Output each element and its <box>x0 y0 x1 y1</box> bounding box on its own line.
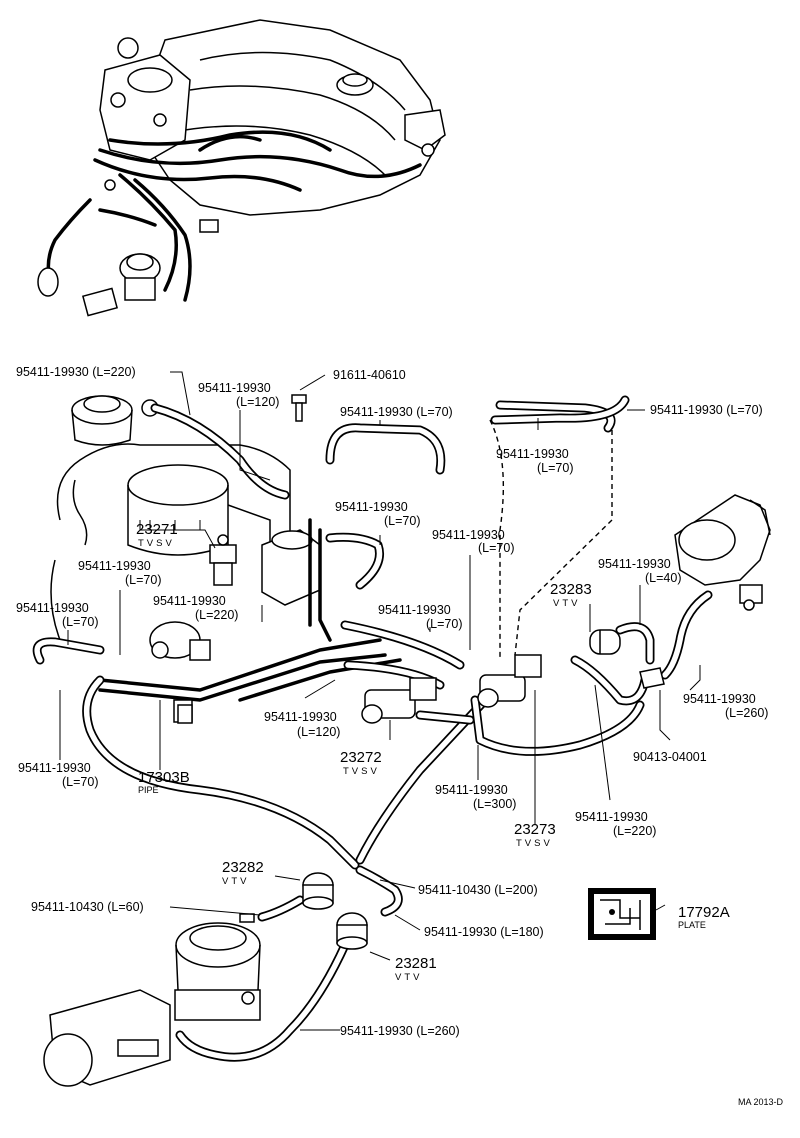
label-part-17303b-sub: PIPE <box>138 785 159 795</box>
label-hose-70-farleft: 95411-19930 <box>16 601 89 615</box>
label-part-23272: 23272 <box>340 749 382 766</box>
label-hose-40-len: (L=40) <box>645 571 681 585</box>
engine-main-illustration <box>50 394 771 723</box>
label-part-17792a: 17792A <box>678 904 730 921</box>
label-hose-300-len: (L=300) <box>473 797 516 811</box>
label-hose-180: 95411-19930 (L=180) <box>424 925 544 939</box>
label-hose-260-right-len: (L=260) <box>725 706 768 720</box>
label-part-23271: 23271 <box>136 521 178 538</box>
label-hose-120-top: 95411-19930 <box>198 381 271 395</box>
label-hose-70-rightsub-len: (L=70) <box>537 461 573 475</box>
label-hose-120-low: 95411-19930 <box>264 710 337 724</box>
label-hose-10430-60: 95411-10430 (L=60) <box>31 900 144 914</box>
label-part-23281: 23281 <box>395 955 437 972</box>
label-hose-220-left-len: (L=220) <box>195 608 238 622</box>
label-part-23282-sub: VTV <box>222 876 249 887</box>
label-hose-120-top-len: (L=120) <box>236 395 279 409</box>
label-part-23273: 23273 <box>514 821 556 838</box>
label-hose-220-top: 95411-19930 (L=220) <box>16 365 136 379</box>
fitting-90413 <box>639 667 665 689</box>
label-hose-70-right: 95411-19930 (L=70) <box>650 403 763 417</box>
figure-code: MA 2013-D <box>738 1097 784 1107</box>
label-part-23281-sub: VTV <box>395 972 422 983</box>
tvsv-23272 <box>361 677 437 724</box>
engine-overview-illustration <box>37 19 446 317</box>
vtv-23281 <box>336 912 368 950</box>
label-part-17792a-sub: PLATE <box>678 920 706 930</box>
label-part-17303b: 17303B <box>138 769 190 786</box>
pipe-clamp <box>177 704 193 724</box>
label-hose-220-left: 95411-19930 <box>153 594 226 608</box>
label-hose-120-low-len: (L=120) <box>297 725 340 739</box>
label-part-23271-sub: TVSV <box>138 538 175 549</box>
leader-lines <box>59 371 701 1031</box>
label-bolt: 91611-40610 <box>333 368 406 382</box>
label-hose-260-right: 95411-19930 <box>683 692 756 706</box>
part-labels: 95411-19930 (L=220) 95411-19930 (L=120) … <box>16 365 784 1107</box>
tvsv-23273 <box>477 654 542 708</box>
label-hose-70-farleft-len: (L=70) <box>62 615 98 629</box>
label-part-90413: 90413-04001 <box>633 750 707 764</box>
label-hose-70-mid: 95411-19930 (L=70) <box>340 405 453 419</box>
label-hose-70-rightsub: 95411-19930 <box>496 447 569 461</box>
label-hose-10430-200: 95411-10430 (L=200) <box>418 883 538 897</box>
label-hose-70-lowmid: 95411-19930 <box>378 603 451 617</box>
label-hose-70-center2-len: (L=70) <box>478 541 514 555</box>
label-hose-220-right-len: (L=220) <box>613 824 656 838</box>
label-hose-70-center2: 95411-19930 <box>432 528 505 542</box>
label-hose-70-bottomleft: 95411-19930 <box>18 761 91 775</box>
label-hose-40: 95411-19930 <box>598 557 671 571</box>
label-hose-300: 95411-19930 <box>435 783 508 797</box>
label-hose-70-left: 95411-19930 <box>78 559 151 573</box>
label-part-23283: 23283 <box>550 581 592 598</box>
label-hose-70-center: 95411-19930 <box>335 500 408 514</box>
plate-17792a <box>588 888 656 940</box>
vtv-23282 <box>302 872 334 910</box>
egr-valve-bottom <box>174 913 261 1021</box>
label-part-23282: 23282 <box>222 859 264 876</box>
label-hose-260-bottom: 95411-19930 (L=260) <box>340 1024 460 1038</box>
label-hose-70-center-len: (L=70) <box>384 514 420 528</box>
connector-bottom-left <box>43 989 171 1087</box>
label-part-23273-sub: TVSV <box>516 838 553 849</box>
label-hose-220-right: 95411-19930 <box>575 810 648 824</box>
label-hose-70-left-len: (L=70) <box>125 573 161 587</box>
label-hose-70-lowmid-len: (L=70) <box>426 617 462 631</box>
label-part-23272-sub: TVSV <box>343 766 380 777</box>
vacuum-hoses <box>32 395 713 1062</box>
label-part-23283-sub: VTV <box>553 598 580 609</box>
label-hose-70-bottomleft-len: (L=70) <box>62 775 98 789</box>
vtv-23283 <box>589 629 621 655</box>
